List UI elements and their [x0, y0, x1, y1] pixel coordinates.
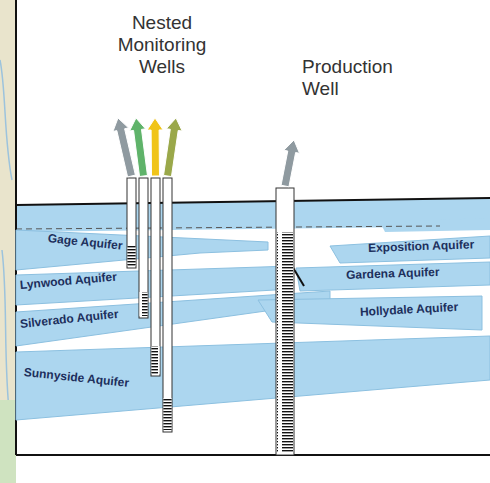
- well-title: Production Well: [302, 56, 420, 100]
- well-screen: [152, 346, 160, 374]
- aquifer-fill: [16, 336, 490, 420]
- frame-bottom: [16, 454, 490, 456]
- map-strip: [0, 0, 16, 483]
- aquifer-band: Exposition Aquifer: [330, 236, 490, 263]
- ground-surface: [16, 198, 490, 205]
- monitoring-well: [139, 178, 148, 318]
- well-screen: [128, 246, 136, 266]
- shallow-layer: [16, 198, 490, 232]
- well-screen: [140, 292, 148, 316]
- well-screen: [277, 232, 293, 452]
- flow-arrow: [147, 118, 163, 176]
- aquifer-fill: [330, 236, 490, 263]
- flow-arrow: [164, 118, 183, 177]
- well-title: Nested Monitoring Wells: [100, 12, 224, 78]
- map-river: [0, 60, 12, 420]
- flow-arrow: [130, 118, 148, 177]
- flow-arrow: [281, 140, 299, 187]
- aquifer-fill: [296, 262, 490, 291]
- monitoring-well: [127, 178, 136, 268]
- well-screen: [164, 398, 172, 430]
- monitoring-well: [163, 178, 172, 432]
- section-panel: [16, 0, 490, 455]
- aquifer-band: Gardena Aquifer: [296, 262, 490, 291]
- shallow-lens: [380, 218, 490, 232]
- aquifer-band: Sunnyside Aquifer: [16, 336, 490, 420]
- water-table: [16, 226, 440, 229]
- production-well: [276, 188, 294, 455]
- monitoring-well: [151, 178, 160, 376]
- map-area: [0, 400, 16, 483]
